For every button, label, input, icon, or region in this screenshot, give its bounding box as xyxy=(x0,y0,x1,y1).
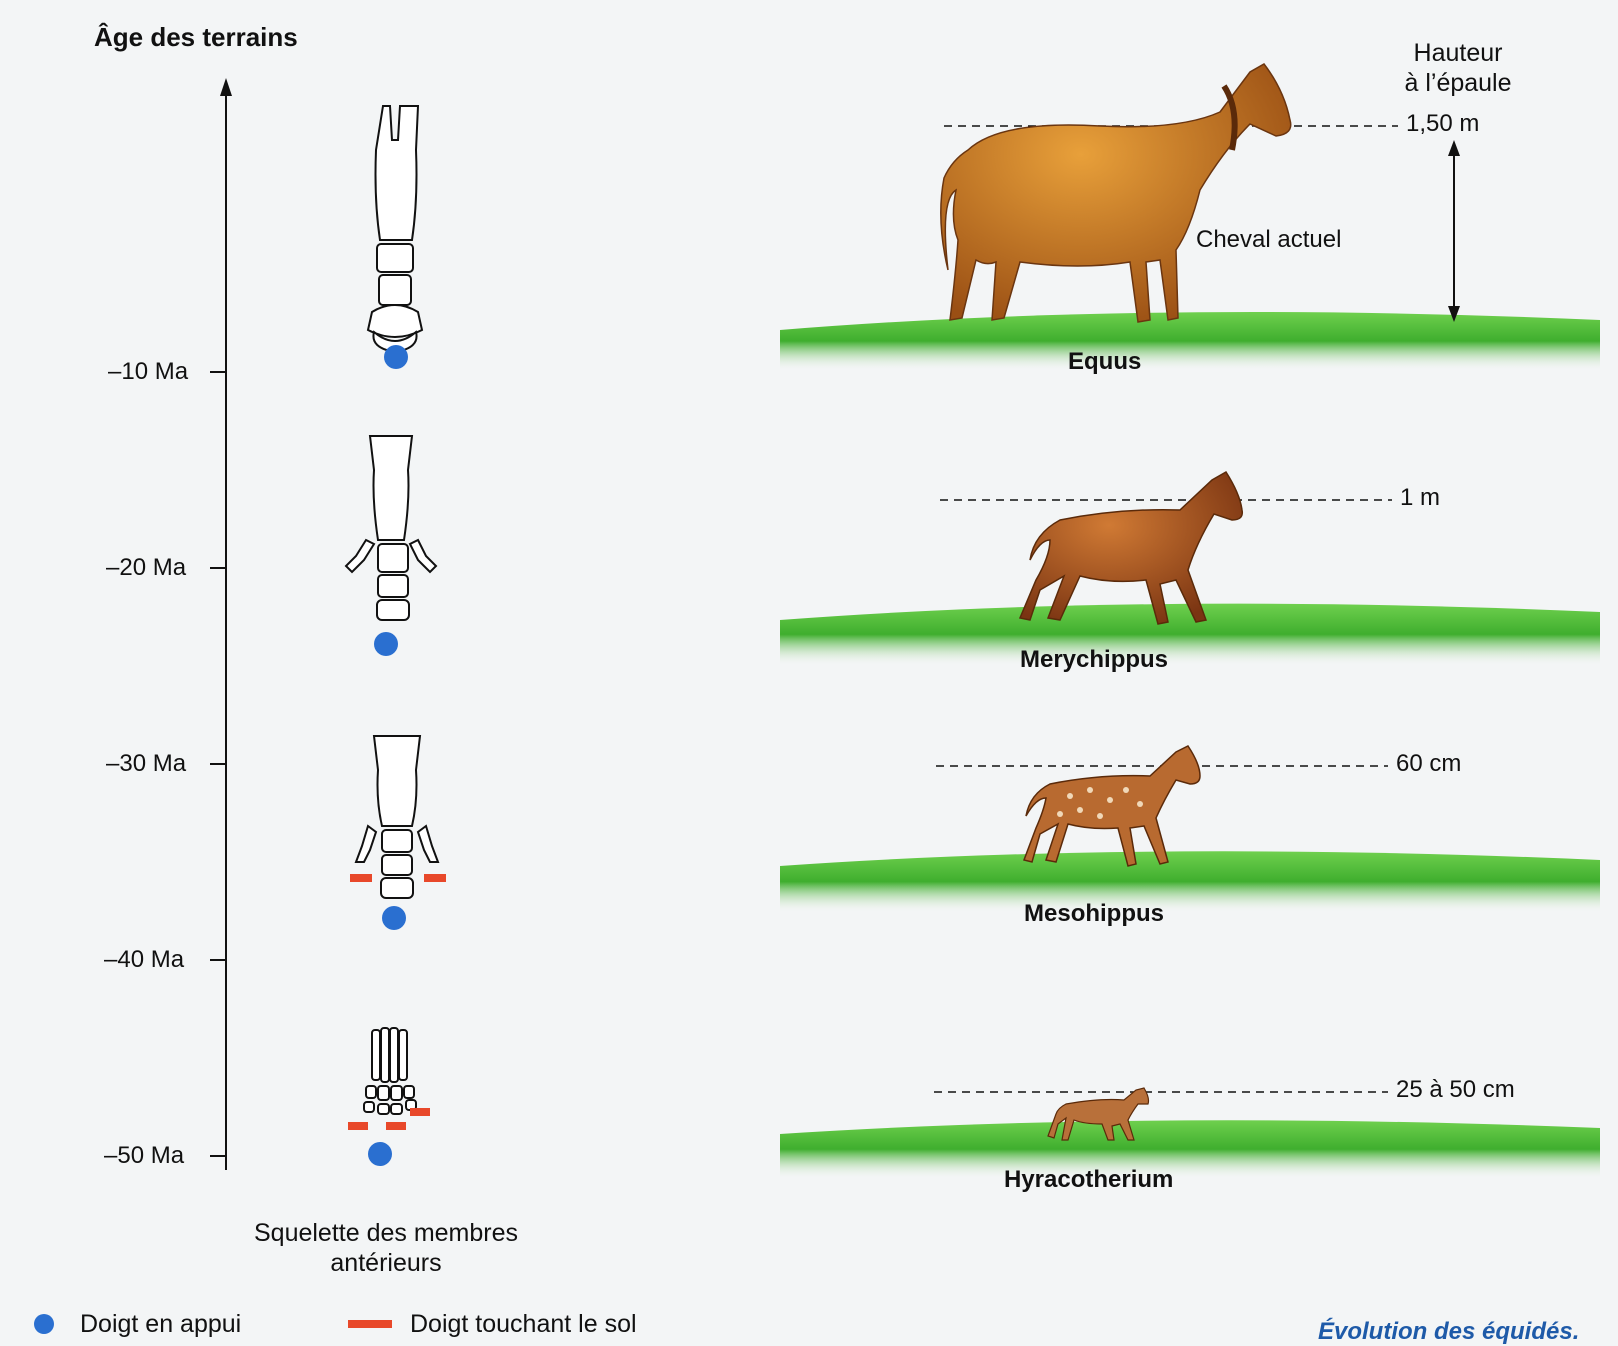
grass-equus xyxy=(780,312,1600,370)
height-header-line2: à l’épaule xyxy=(1398,68,1518,98)
horse-mesohippus-illustration xyxy=(1024,746,1200,866)
grass-strips xyxy=(780,312,1600,1178)
axis-arrowhead xyxy=(220,78,232,96)
species-name-merychippus: Merychippus xyxy=(1020,646,1168,674)
skeleton-merychippus xyxy=(346,436,436,656)
tick-label-20: –20 Ma xyxy=(106,554,186,582)
tick-label-30: –30 Ma xyxy=(106,750,186,778)
skeleton-caption-line1: Squelette des membres xyxy=(236,1218,536,1248)
height-label-mesohippus: 60 cm xyxy=(1396,750,1461,778)
ground-digit-mark xyxy=(410,1108,430,1116)
grass-mesohippus xyxy=(780,851,1600,912)
skeleton-mesohippus xyxy=(350,736,446,930)
species-name-mesohippus: Mesohippus xyxy=(1024,900,1164,928)
height-label-equus: 1,50 m xyxy=(1406,110,1479,138)
legend-support-digit-dot xyxy=(34,1314,54,1334)
species-name-equus: Equus xyxy=(1068,348,1141,376)
legend-support-digit-label: Doigt en appui xyxy=(80,1310,241,1339)
height-label-hyracotherium: 25 à 50 cm xyxy=(1396,1076,1515,1104)
legend-ground-digit-mark xyxy=(348,1320,392,1328)
height-double-arrow xyxy=(1448,140,1460,322)
ground-digit-mark xyxy=(350,874,372,882)
support-digit-dot xyxy=(368,1142,392,1166)
support-digit-dot xyxy=(374,632,398,656)
tick-label-50: –50 Ma xyxy=(104,1142,184,1170)
ground-digit-mark xyxy=(424,874,446,882)
skeleton-caption: Squelette des membres antérieurs xyxy=(236,1218,536,1278)
legend-ground-digit-label: Doigt touchant le sol xyxy=(410,1310,637,1339)
grass-hyracotherium xyxy=(780,1120,1600,1178)
species-name-hyracotherium: Hyracotherium xyxy=(1004,1166,1173,1194)
horse-merychippus-illustration xyxy=(1020,472,1242,624)
horse-equus-illustration xyxy=(941,64,1291,322)
time-axis xyxy=(210,78,232,1170)
skeleton-hyracotherium xyxy=(348,1028,430,1166)
support-digit-dot xyxy=(384,345,408,369)
ground-digit-mark xyxy=(386,1122,406,1130)
height-label-merychippus: 1 m xyxy=(1400,484,1440,512)
skeleton-equus xyxy=(368,106,422,369)
support-digit-dot xyxy=(382,906,406,930)
height-header: Hauteur à l’épaule xyxy=(1398,38,1518,98)
tick-label-40: –40 Ma xyxy=(104,946,184,974)
height-header-line1: Hauteur xyxy=(1398,38,1518,68)
skeleton-caption-line2: antérieurs xyxy=(236,1248,536,1278)
figure-title: Évolution des équidés. xyxy=(1318,1318,1579,1346)
tick-label-10: –10 Ma xyxy=(108,358,188,386)
axis-title: Âge des terrains xyxy=(94,22,298,53)
common-name-equus: Cheval actuel xyxy=(1196,226,1341,254)
grass-merychippus xyxy=(780,604,1600,665)
ground-digit-mark xyxy=(348,1122,368,1130)
